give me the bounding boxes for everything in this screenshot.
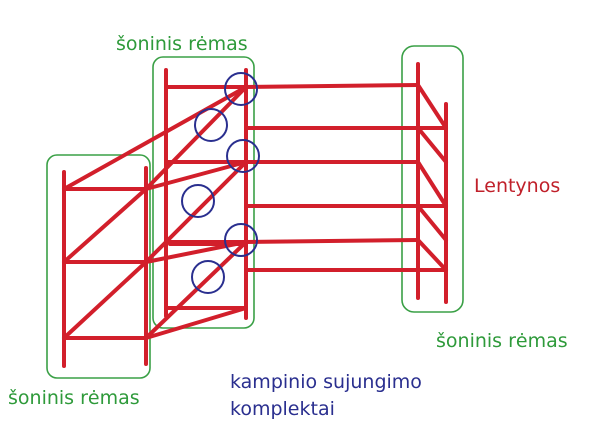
shelf-3-back: [244, 238, 420, 244]
corner-kit-circle: [181, 184, 215, 218]
corner-kit-markers: [181, 72, 260, 294]
corner-kit-circle: [226, 139, 260, 173]
shelf-1-back: [244, 83, 420, 89]
label-shelves: Lentynos: [474, 175, 561, 197]
right-side-frame-outline: [401, 45, 464, 313]
shelf-3-side: [416, 238, 448, 272]
back-brace-2: [416, 204, 448, 242]
corner-kit-circle: [191, 260, 225, 294]
label-side-frame-right: šoninis rėmas: [436, 330, 568, 352]
label-side-frame-left: šoninis rėmas: [8, 387, 140, 409]
connector-2: [144, 160, 248, 191]
connector-diag-2: [144, 160, 248, 264]
front-brace-lower: [62, 260, 148, 340]
corner-kit-circle: [224, 223, 258, 257]
back-brace-1: [416, 126, 448, 164]
corner-kit-circle: [224, 72, 258, 106]
shelf-1-side: [416, 83, 448, 130]
connector-top: [62, 85, 248, 191]
connector-diag-3: [144, 240, 248, 340]
middle-side-frame-outline: [152, 56, 255, 329]
corner-kit-circle: [194, 108, 228, 142]
side-frame-outlines: [46, 45, 464, 379]
shelving-frame: [62, 62, 448, 368]
label-corner-kits-line2: komplektai: [230, 398, 335, 420]
label-corner-kits-line1: kampinio sujungimo: [230, 371, 422, 393]
front-brace-upper: [62, 187, 148, 264]
connector-diag-1: [144, 85, 248, 191]
connector-bottom: [144, 306, 248, 340]
label-side-frame-top: šoninis rėmas: [116, 33, 248, 55]
left-side-frame-outline: [46, 154, 151, 379]
shelf-2-side: [416, 160, 448, 208]
